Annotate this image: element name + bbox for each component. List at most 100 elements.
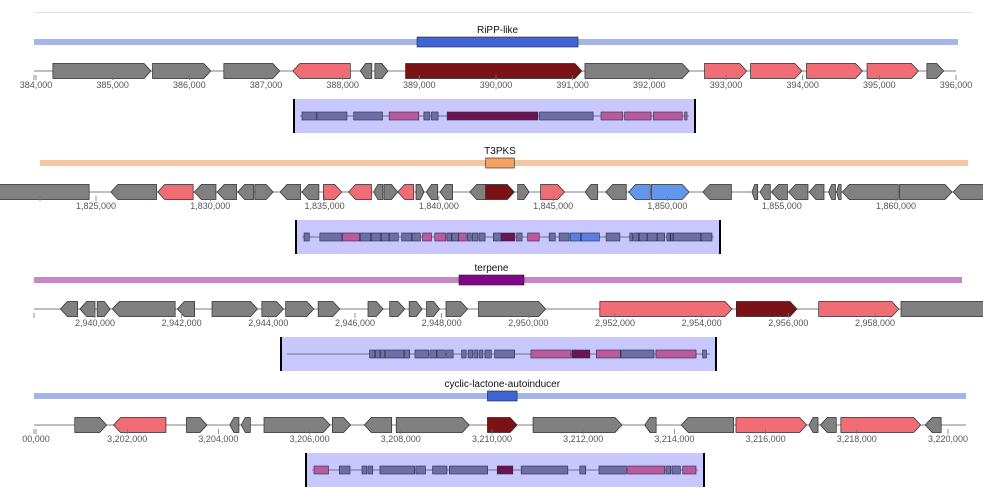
gene-arrow-other[interactable]	[0, 184, 90, 200]
zoom-gene[interactable]	[596, 349, 621, 359]
zoom-gene[interactable]	[496, 465, 514, 475]
gene-arrow-biosynthetic-additional[interactable]	[840, 417, 922, 433]
core-location-box[interactable]	[485, 157, 515, 169]
gene-arrow-other[interactable]	[223, 63, 281, 79]
gene-arrow-transport[interactable]	[628, 184, 651, 200]
gene-arrow-other[interactable]	[383, 184, 399, 200]
gene-arrow-other[interactable]	[926, 63, 945, 79]
zoom-gene[interactable]	[380, 232, 390, 242]
zoom-gene[interactable]	[404, 349, 411, 359]
gene-arrow-biosynthetic-additional[interactable]	[599, 301, 733, 317]
zoom-gene[interactable]	[629, 232, 633, 242]
gene-arrow-other[interactable]	[828, 184, 836, 200]
zoom-gene[interactable]	[451, 232, 459, 242]
zoom-gene[interactable]	[449, 465, 488, 475]
zoom-gene[interactable]	[702, 349, 707, 359]
zoom-gene[interactable]	[579, 465, 587, 475]
zoom-gene[interactable]	[389, 232, 399, 242]
gene-arrow-other[interactable]	[445, 301, 469, 317]
gene-arrow-other[interactable]	[359, 63, 373, 79]
zoom-gene[interactable]	[375, 349, 381, 359]
gene-arrow-other[interactable]	[751, 184, 759, 200]
gene-arrow-other[interactable]	[532, 417, 623, 433]
gene-arrow-other[interactable]	[263, 417, 331, 433]
zoom-gene[interactable]	[500, 232, 516, 242]
zoom-gene[interactable]	[467, 232, 472, 242]
gene-arrow-biosynthetic-additional[interactable]	[348, 184, 372, 200]
zoom-gene[interactable]	[361, 465, 368, 475]
zoom-gene[interactable]	[527, 232, 540, 242]
zoom-gene[interactable]	[670, 232, 674, 242]
zoom-gene[interactable]	[700, 232, 713, 242]
zoom-gene[interactable]	[473, 349, 479, 359]
gene-arrow-core[interactable]	[485, 184, 515, 200]
zoom-gene[interactable]	[666, 232, 671, 242]
gene-arrow-biosynthetic-additional[interactable]	[113, 417, 167, 433]
gene-arrow-other[interactable]	[389, 301, 406, 317]
zoom-gene[interactable]	[478, 232, 486, 242]
zoom-gene[interactable]	[478, 349, 484, 359]
gene-arrow-other[interactable]	[900, 301, 983, 317]
zoom-gene[interactable]	[384, 349, 405, 359]
zoom-gene[interactable]	[516, 232, 523, 242]
zoom-gene[interactable]	[624, 111, 652, 121]
zoom-gene[interactable]	[401, 232, 412, 242]
gene-arrow-other[interactable]	[363, 417, 393, 433]
gene-arrow-other[interactable]	[680, 417, 735, 433]
gene-arrow-other[interactable]	[216, 184, 237, 200]
gene-arrow-other[interactable]	[211, 301, 258, 317]
gene-arrow-other[interactable]	[584, 184, 599, 200]
zoom-gene[interactable]	[415, 465, 426, 475]
gene-arrow-other[interactable]	[237, 184, 255, 200]
zoom-gene[interactable]	[657, 232, 665, 242]
gene-arrow-other[interactable]	[59, 301, 79, 317]
zoom-gene[interactable]	[665, 465, 672, 475]
zoom-gene[interactable]	[638, 232, 648, 242]
zoom-gene[interactable]	[319, 232, 343, 242]
zoom-gene[interactable]	[423, 111, 431, 121]
zoom-gene[interactable]	[653, 111, 683, 121]
gene-arrow-other[interactable]	[74, 417, 108, 433]
gene-arrow-other[interactable]	[788, 184, 809, 200]
core-location-box[interactable]	[416, 36, 579, 48]
zoom-gene[interactable]	[655, 349, 697, 359]
zoom-gene[interactable]	[530, 349, 571, 359]
gene-arrow-other[interactable]	[584, 63, 690, 79]
gene-arrow-other[interactable]	[517, 184, 530, 200]
gene-arrow-biosynthetic-additional[interactable]	[818, 301, 900, 317]
core-location-box[interactable]	[458, 274, 525, 286]
gene-arrow-other[interactable]	[229, 417, 240, 433]
gene-arrow-other[interactable]	[808, 184, 825, 200]
gene-arrow-other[interactable]	[261, 301, 284, 317]
gene-arrow-biosynthetic-additional[interactable]	[735, 417, 808, 433]
zoom-gene[interactable]	[429, 349, 437, 359]
zoom-gene[interactable]	[682, 465, 697, 475]
zoom-gene[interactable]	[598, 465, 627, 475]
zoom-gene[interactable]	[436, 349, 446, 359]
gene-arrow-other[interactable]	[808, 417, 819, 433]
zoom-gene[interactable]	[303, 232, 310, 242]
zoom-gene[interactable]	[353, 111, 383, 121]
gene-arrow-other[interactable]	[426, 301, 440, 317]
zoom-gene[interactable]	[316, 111, 348, 121]
gene-arrow-other[interactable]	[836, 184, 842, 200]
zoom-gene[interactable]	[571, 349, 591, 359]
gene-arrow-other[interactable]	[373, 184, 384, 200]
gene-arrow-other[interactable]	[285, 301, 315, 317]
zoom-gene[interactable]	[380, 349, 385, 359]
gene-arrow-other[interactable]	[478, 301, 547, 317]
zoom-gene[interactable]	[359, 232, 371, 242]
gene-arrow-other[interactable]	[279, 184, 301, 200]
zoom-gene[interactable]	[301, 111, 317, 121]
zoom-gene[interactable]	[342, 232, 360, 242]
zoom-gene[interactable]	[684, 111, 688, 121]
zoom-gene[interactable]	[434, 232, 447, 242]
gene-arrow-other[interactable]	[301, 184, 320, 200]
gene-arrow-other[interactable]	[952, 184, 983, 200]
zoom-gene[interactable]	[446, 349, 454, 359]
gene-arrow-other[interactable]	[367, 301, 384, 317]
gene-arrow-other[interactable]	[770, 184, 788, 200]
gene-arrow-biosynthetic-additional[interactable]	[397, 184, 415, 200]
gene-arrow-other[interactable]	[317, 301, 341, 317]
gene-arrow-other[interactable]	[152, 63, 212, 79]
